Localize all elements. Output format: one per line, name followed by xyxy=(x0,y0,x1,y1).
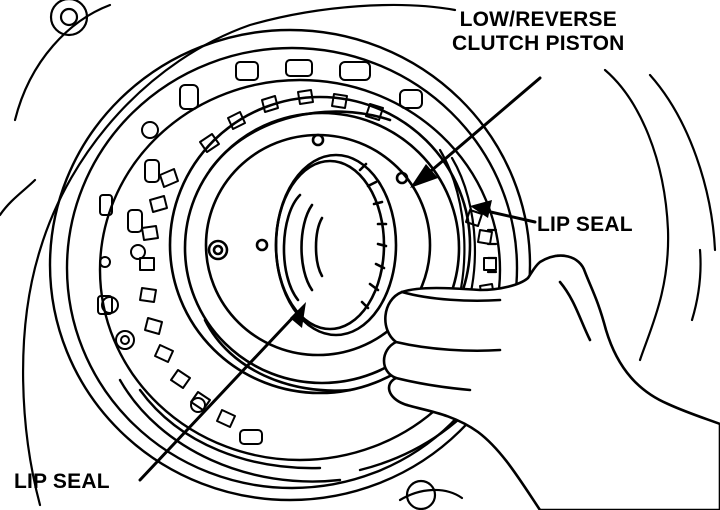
lip-seal-left-leader-line xyxy=(138,310,300,482)
inner-bore-lip-seal xyxy=(274,153,398,337)
label-piston-line1: LOW/REVERSE xyxy=(459,8,617,31)
label-low-reverse-clutch-piston: LOW/REVERSE CLUTCH PISTON xyxy=(452,8,625,56)
piston-arrowhead xyxy=(410,164,438,188)
lip-seal-left-arrowhead xyxy=(290,302,306,328)
leader-lines xyxy=(138,76,542,482)
housing-bolt-holes xyxy=(97,59,423,445)
label-piston-line2: CLUTCH PISTON xyxy=(452,32,625,55)
lip-seal-right-arrowhead xyxy=(470,200,492,218)
piston-leader-line xyxy=(416,76,542,184)
technician-hand xyxy=(382,254,720,510)
lip-seal-right-leader-line xyxy=(480,208,537,224)
low-reverse-clutch-piston xyxy=(168,95,472,395)
label-lip-seal-right: LIP SEAL xyxy=(537,213,633,236)
label-lip-seal-left: LIP SEAL xyxy=(14,470,110,493)
